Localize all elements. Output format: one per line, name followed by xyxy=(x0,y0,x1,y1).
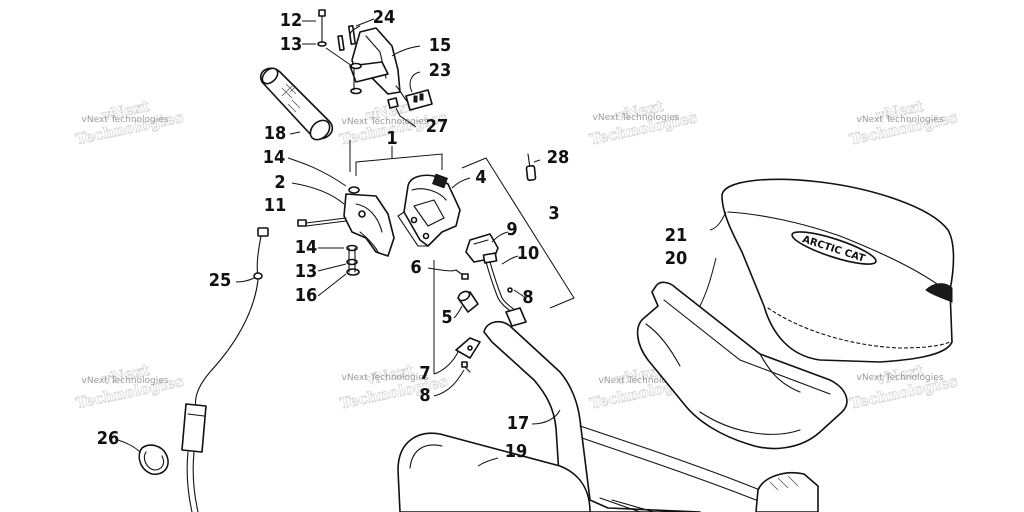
watermark-text: vNext Technologies xyxy=(599,376,686,386)
callout-8b: 8 xyxy=(419,385,430,406)
part-25-cable xyxy=(181,227,269,512)
callout-1: 1 xyxy=(386,128,397,149)
part-lower-right-fragment xyxy=(755,472,819,512)
callout-12: 12 xyxy=(280,10,303,31)
callout-13: 13 xyxy=(280,34,303,55)
part-24-pins xyxy=(337,25,357,52)
callout-9: 9 xyxy=(506,219,517,240)
part-11-screw xyxy=(297,217,347,227)
part-20-lower-cover xyxy=(636,281,848,450)
callout-21: 21 xyxy=(665,225,688,246)
callout-4: 4 xyxy=(475,167,486,188)
callout-14b: 14 xyxy=(295,237,318,258)
part-5-knob xyxy=(457,290,479,313)
part-18-grip xyxy=(259,67,334,141)
callout-7: 7 xyxy=(419,363,430,384)
watermark-text: vNext Technologies xyxy=(593,113,680,123)
callout-23: 23 xyxy=(429,60,452,81)
callout-13b: 13 xyxy=(295,261,318,282)
part-23-connector xyxy=(387,85,433,111)
watermark-text: vNext Technologies xyxy=(82,376,169,386)
callout-16: 16 xyxy=(295,285,318,306)
callout-3: 3 xyxy=(548,203,559,224)
part-2-housing xyxy=(343,186,395,257)
part-4-throttle-housing xyxy=(397,173,461,247)
callout-20: 20 xyxy=(665,248,688,269)
callout-11: 11 xyxy=(264,195,287,216)
callout-labels: 12 24 13 15 23 18 27 1 14 28 2 4 11 3 9 … xyxy=(97,7,688,462)
callout-17: 17 xyxy=(507,413,530,434)
callout-26: 26 xyxy=(97,428,120,449)
watermark-text: vNext Technologies xyxy=(82,115,169,125)
part-21-windshield-pad: ARCTIC CAT xyxy=(721,178,955,363)
part-12-screw xyxy=(317,9,327,47)
part-26-clamp xyxy=(138,444,169,476)
callout-27: 27 xyxy=(426,116,449,137)
callout-10: 10 xyxy=(517,243,540,264)
part-6-bolt xyxy=(455,269,469,280)
callout-19: 19 xyxy=(505,441,528,462)
watermark-text: vNext Technologies xyxy=(342,373,429,383)
part-28-pin xyxy=(525,153,537,181)
callout-24: 24 xyxy=(373,7,396,28)
part-17-handlebar xyxy=(483,320,761,512)
part-14-13-16-washers xyxy=(346,244,360,276)
watermark-text: vNext Technologies xyxy=(857,373,944,383)
group-bracket-lines xyxy=(355,146,575,309)
watermark-text: vNext Technologies xyxy=(857,115,944,125)
callout-2: 2 xyxy=(274,172,285,193)
part-10-wire-harness xyxy=(485,261,527,327)
leader-lines xyxy=(117,18,727,467)
part-19-pad xyxy=(397,432,591,512)
watermark-text: vNext Technologies xyxy=(342,117,429,127)
part-9-switch xyxy=(465,233,499,264)
callout-28: 28 xyxy=(547,147,570,168)
callout-5: 5 xyxy=(441,307,452,328)
callout-18: 18 xyxy=(264,123,287,144)
callout-6: 6 xyxy=(410,257,421,278)
callout-8: 8 xyxy=(522,287,533,308)
callout-15: 15 xyxy=(429,35,452,56)
callout-25: 25 xyxy=(209,270,232,291)
part-15-lever-bracket xyxy=(349,27,401,95)
part-7-bracket xyxy=(455,337,481,373)
callout-14: 14 xyxy=(263,147,286,168)
